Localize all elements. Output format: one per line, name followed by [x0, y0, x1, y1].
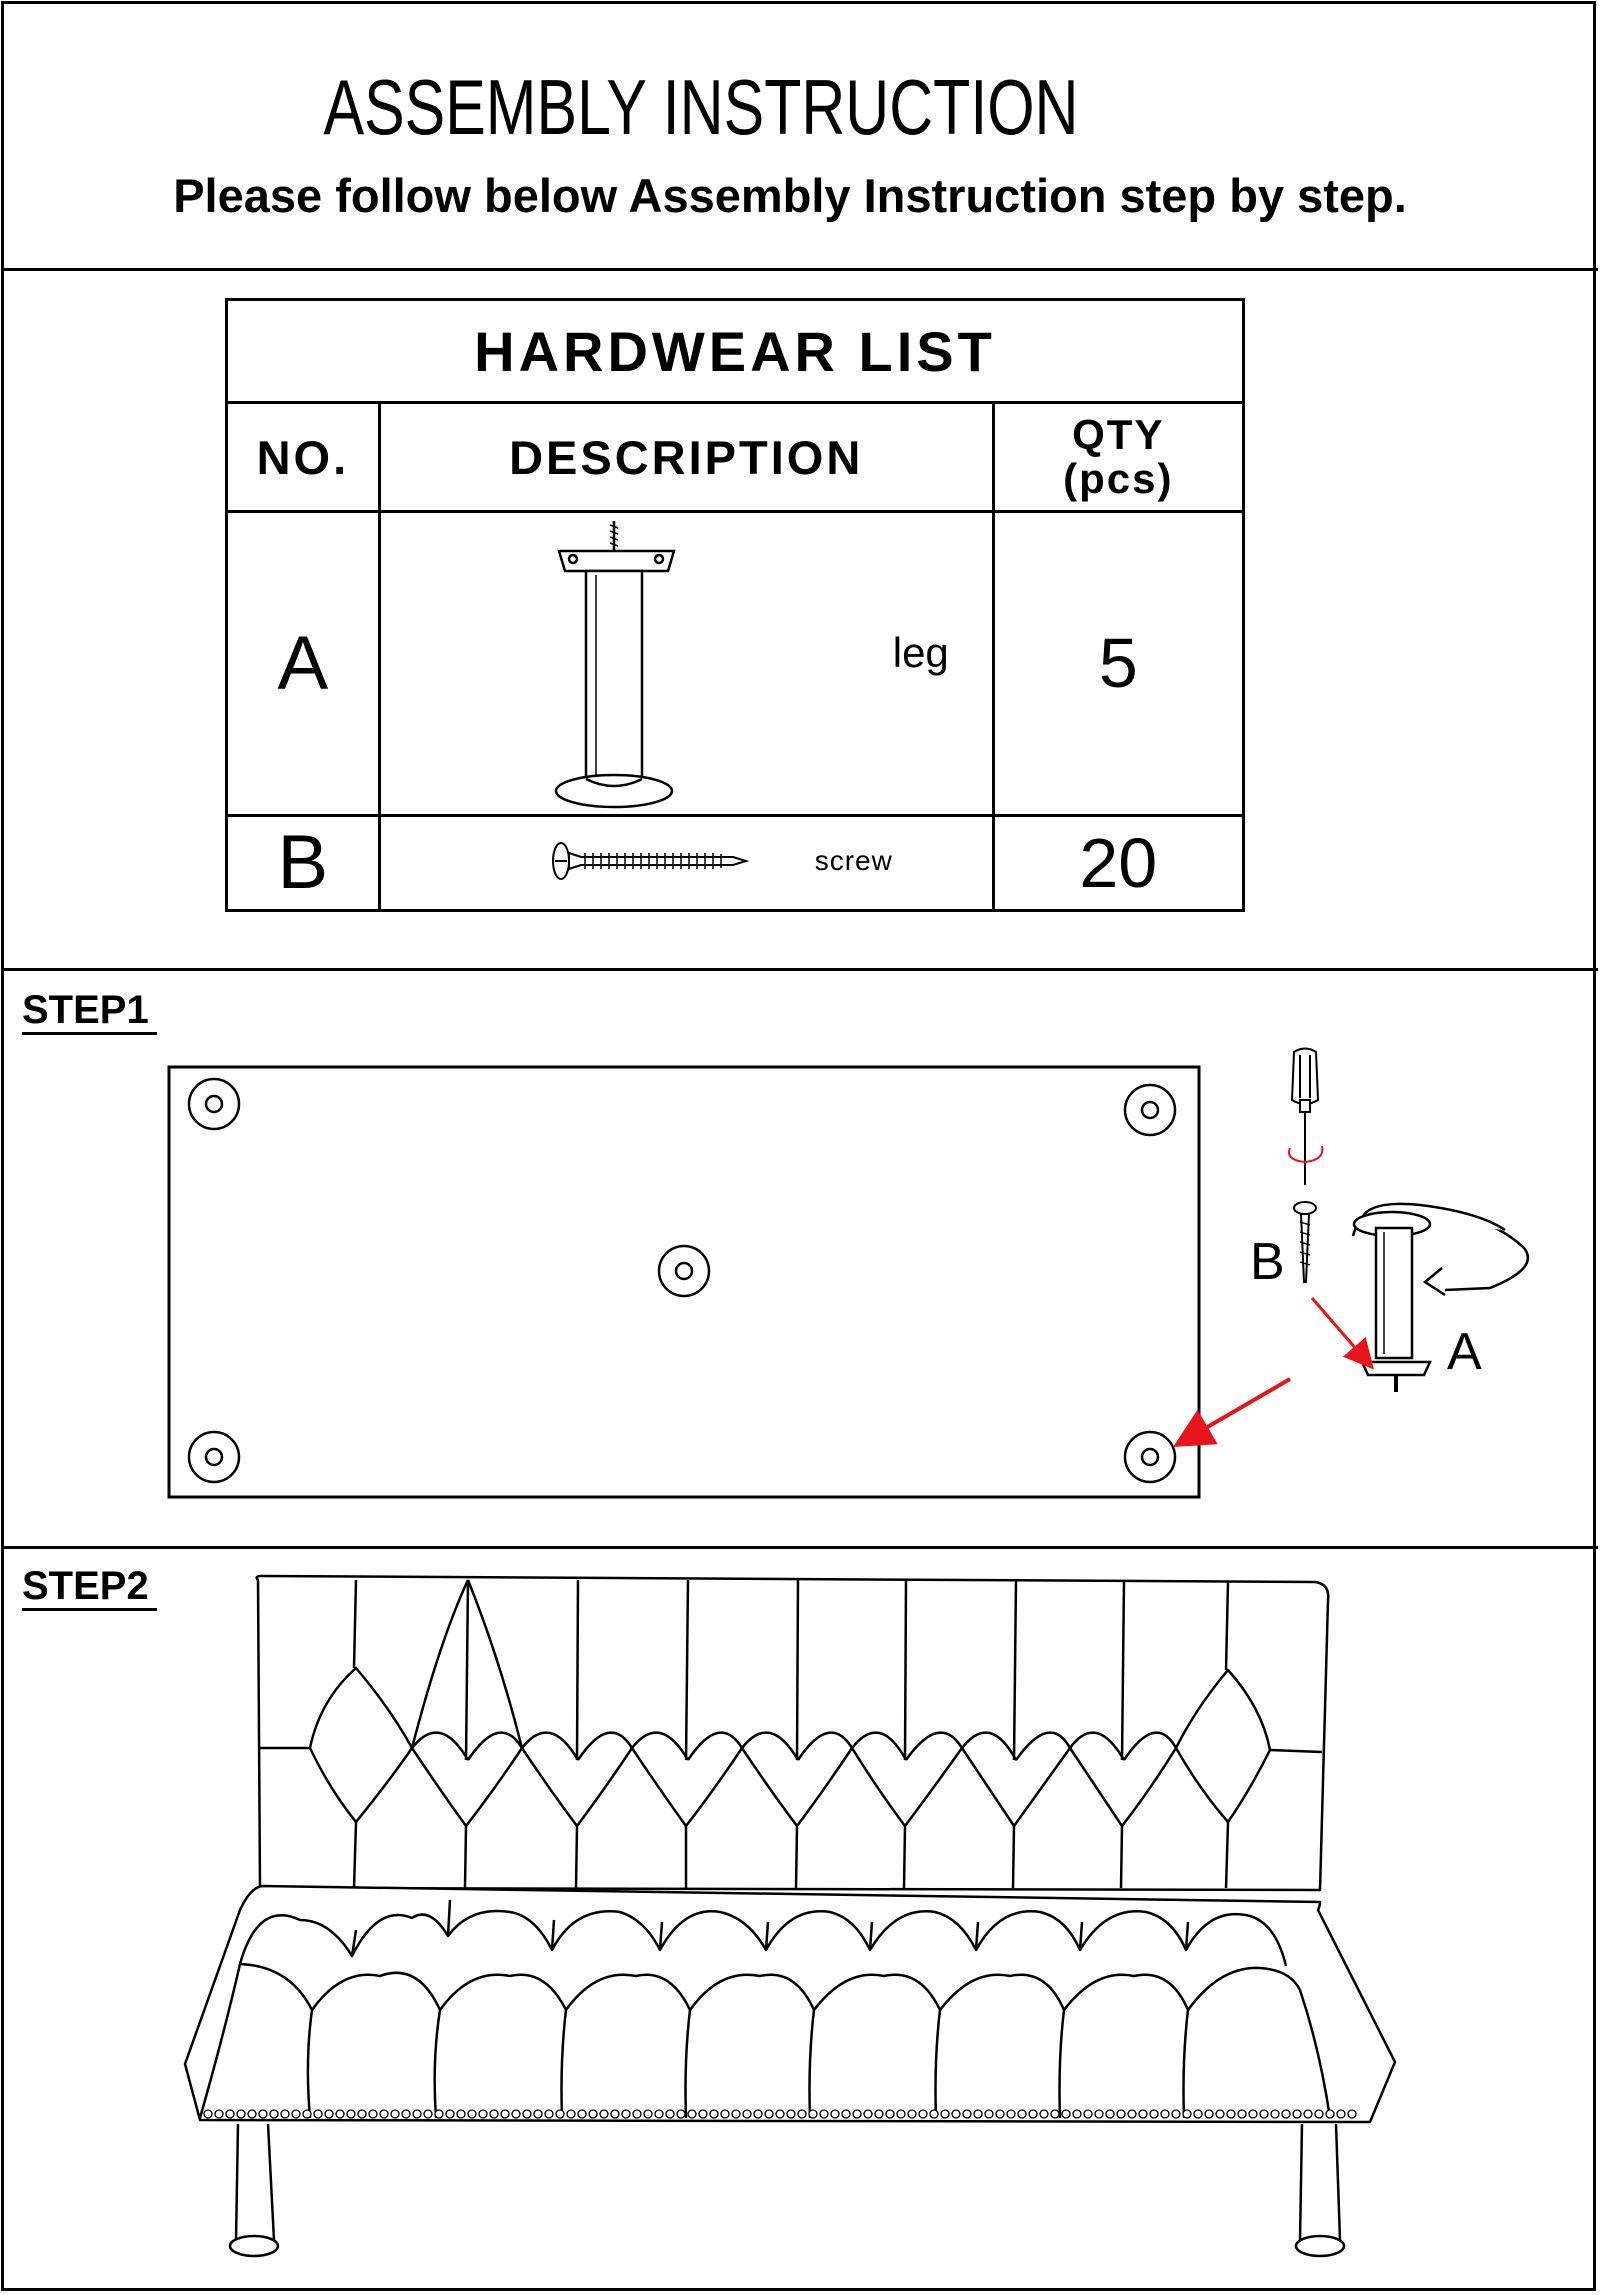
column-header-description: DESCRIPTION: [377, 401, 995, 513]
part-description: leg: [377, 509, 995, 817]
divider: [1, 1546, 1598, 1549]
part-description-label: leg: [892, 628, 949, 676]
part-no: B: [225, 813, 381, 913]
part-qty: 5: [991, 509, 1246, 817]
step1-label: STEP1: [22, 988, 157, 1035]
hardware-table-title: HARDWEAR LIST: [225, 297, 1245, 405]
part-qty: 20: [991, 813, 1246, 913]
table-row: A leg 5: [225, 509, 1246, 817]
leg-icon: [554, 520, 676, 808]
part-label-b: B: [1250, 1233, 1285, 1291]
hardware-table: HARDWEAR LIST NO. DESCRIPTION QTY (pcs) …: [225, 297, 1246, 913]
table-row: B screw 20: [225, 813, 1246, 913]
part-description-label: screw: [814, 844, 893, 876]
qty-header-line1: QTY: [1072, 411, 1165, 458]
step2-label: STEP2: [22, 1564, 157, 1611]
qty-header-line2: (pcs): [1063, 455, 1174, 502]
page-subtitle: Please follow below Assembly Instruction…: [173, 169, 1407, 222]
screw-icon: [551, 841, 750, 880]
part-label-a: A: [1447, 1323, 1482, 1381]
divider: [1, 968, 1598, 971]
part-no: A: [225, 509, 381, 817]
page-title: ASSEMBLY INSTRUCTION: [323, 63, 1079, 151]
column-header-qty: QTY (pcs): [991, 401, 1246, 513]
column-header-no: NO.: [225, 401, 381, 513]
divider: [1, 268, 1598, 271]
part-description: screw: [377, 813, 995, 913]
